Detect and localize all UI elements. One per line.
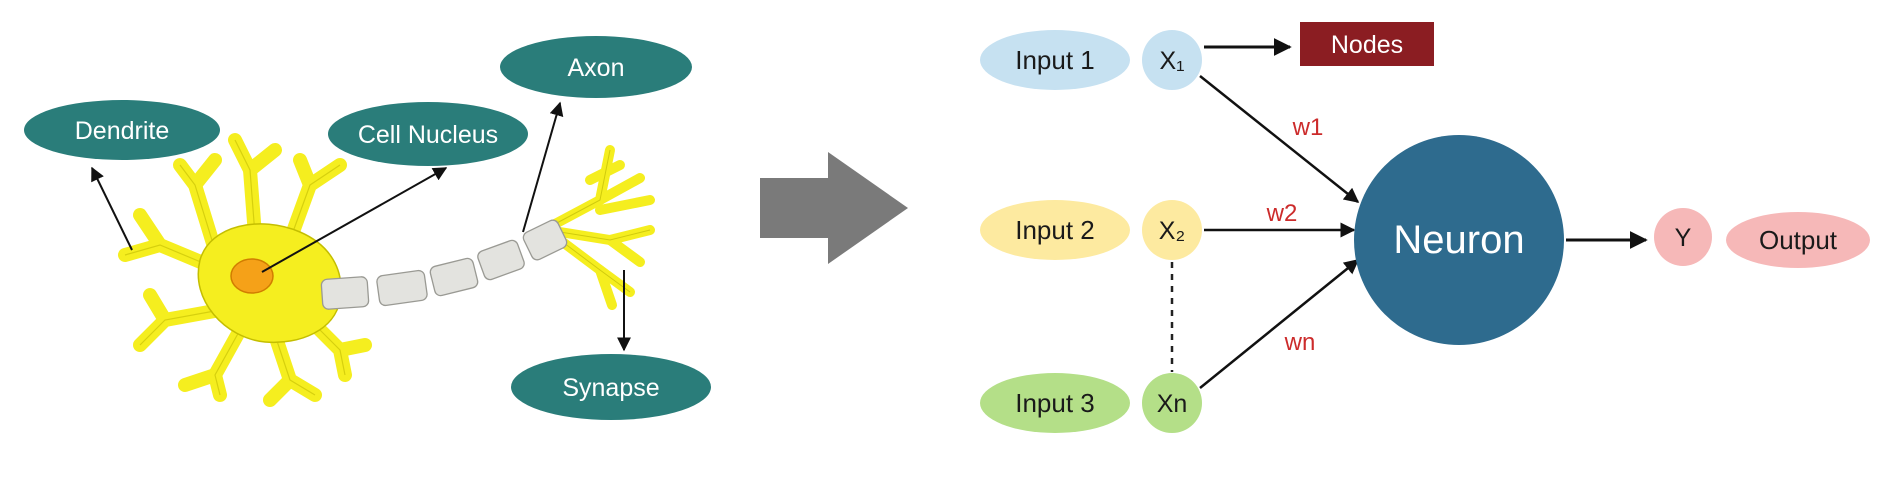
myelin-segment — [522, 219, 568, 261]
output-label: Output — [1759, 225, 1838, 255]
y-node-label: Y — [1675, 224, 1692, 252]
dendrite-label-text: Dendrite — [75, 117, 170, 145]
output-label-ellipse: Output — [1726, 212, 1870, 268]
artificial-neuron: Input 1 Input 2 Input 3 X₁ X₂ Xn N — [980, 22, 1870, 433]
weight-w1-label: w1 — [1292, 114, 1324, 141]
connection-w1 — [1199, 75, 1360, 203]
nodes-box-label: Nodes — [1331, 31, 1403, 59]
cell-nucleus-label-text: Cell Nucleus — [358, 121, 498, 149]
connection-wn — [1199, 259, 1360, 389]
axon-label-text: Axon — [568, 54, 625, 82]
y-node: Y — [1654, 208, 1712, 266]
xn-node-label: Xn — [1157, 390, 1188, 418]
synapse-label: Synapse — [511, 354, 711, 420]
weight-w2-label: w2 — [1266, 200, 1298, 227]
x2-node-label: X₂ — [1159, 217, 1185, 245]
myelin-segment — [429, 257, 479, 297]
dendrite-pointer-arrow — [91, 166, 133, 251]
input-3-label: Input 3 — [1015, 388, 1095, 418]
axon-label: Axon — [500, 36, 692, 98]
xn-node: Xn — [1142, 373, 1202, 433]
input-2: Input 2 — [980, 200, 1130, 260]
input-1: Input 1 — [980, 30, 1130, 90]
axon-pointer-arrow — [522, 101, 564, 233]
dendrite-label: Dendrite — [24, 100, 220, 160]
myelin-segment — [477, 239, 525, 281]
weight-wn-label: wn — [1284, 329, 1316, 356]
axon-shaft — [320, 219, 568, 310]
cell-nucleus-label: Cell Nucleus — [328, 102, 528, 166]
input-2-label: Input 2 — [1015, 215, 1095, 245]
input-1-label: Input 1 — [1015, 45, 1095, 75]
nucleus-pointer-arrow — [261, 167, 448, 273]
neuron-circle: Neuron — [1354, 135, 1564, 345]
x1-node-label: X₁ — [1159, 47, 1184, 75]
myelin-segment — [320, 276, 370, 310]
x2-node: X₂ — [1142, 200, 1202, 260]
nodes-box: Nodes — [1300, 22, 1434, 66]
neuron-label: Neuron — [1393, 218, 1524, 262]
input-3: Input 3 — [980, 373, 1130, 433]
nucleus — [230, 258, 274, 294]
x1-node: X₁ — [1142, 30, 1202, 90]
transition-arrow — [760, 152, 908, 264]
biological-neuron: Dendrite Cell Nucleus Axon Synapse — [24, 36, 711, 420]
synapse-label-text: Synapse — [562, 374, 659, 402]
myelin-segment — [376, 269, 428, 307]
